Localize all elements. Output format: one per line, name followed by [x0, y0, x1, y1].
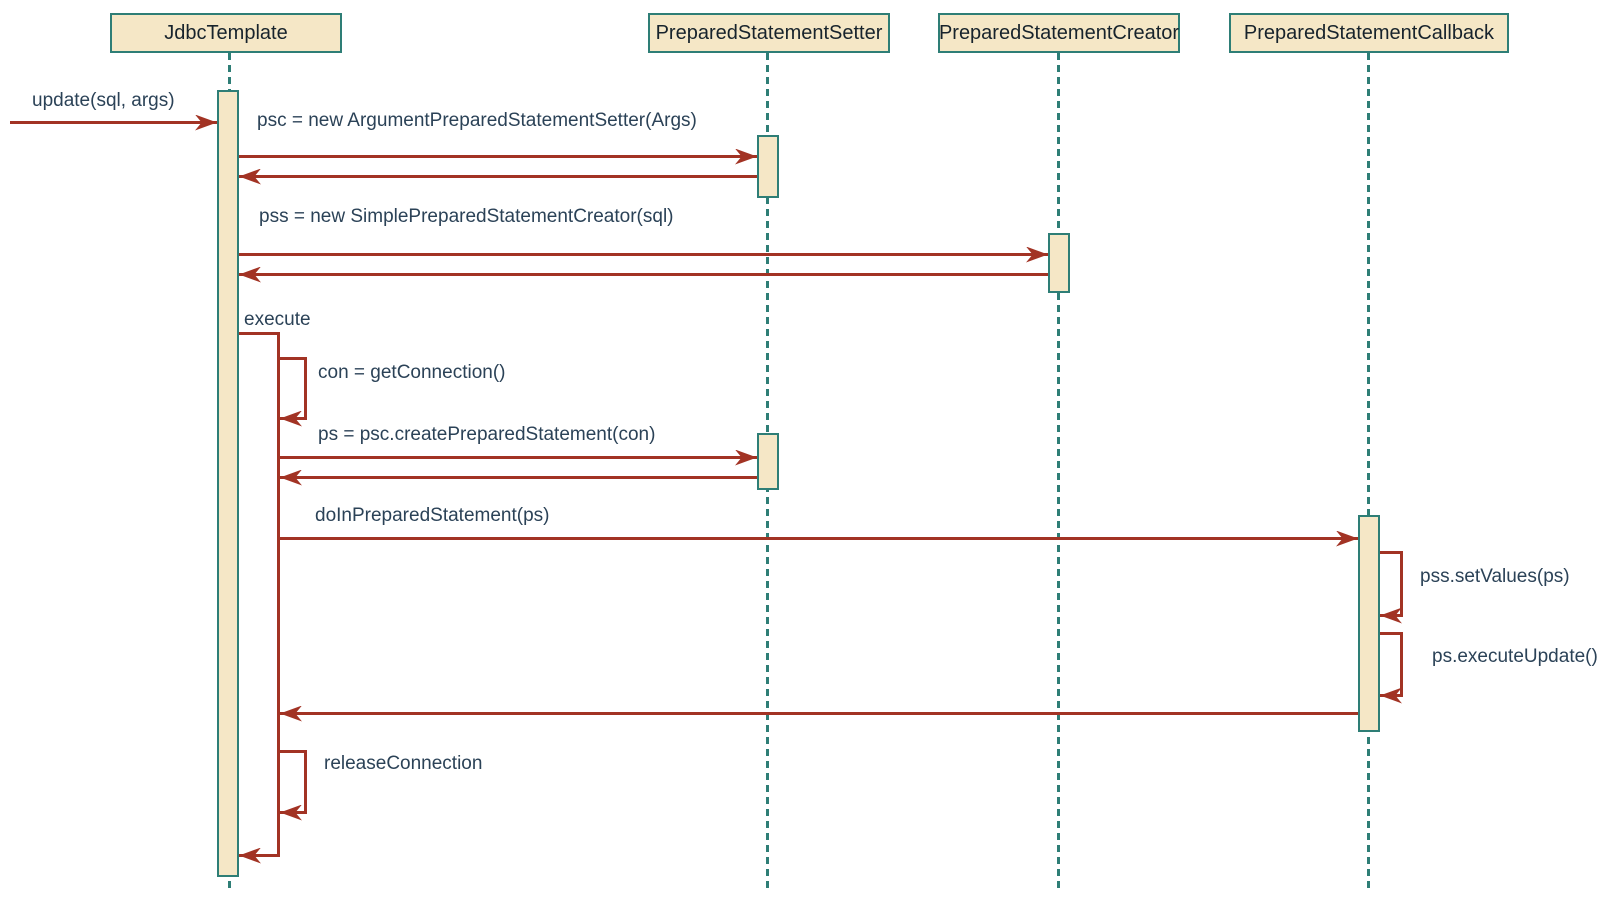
self-call-execute-update-bracket [1380, 632, 1403, 697]
message-arrow-do-in-ps [280, 537, 1358, 540]
message-label-execute: execute [244, 309, 311, 330]
activation-callback-doinps [1358, 515, 1380, 732]
actor-box-preparedstatementsetter: PreparedStatementSetter [648, 13, 890, 53]
message-arrow-new-creator [239, 253, 1048, 256]
message-arrow-new-setter [239, 155, 757, 158]
message-arrow-create-ps [280, 456, 757, 459]
activation-jdbctemplate-main [217, 90, 239, 877]
actor-box-jdbctemplate: JdbcTemplate [110, 13, 342, 53]
message-label-update: update(sql, args) [32, 90, 175, 111]
return-arrow-new-creator [239, 273, 1048, 276]
lifeline-preparedstatementcallback [1367, 53, 1370, 888]
message-label-do-in-ps: doInPreparedStatement(ps) [315, 505, 550, 526]
self-call-get-connection-bracket [280, 357, 307, 420]
self-call-release-connection-bracket [280, 750, 307, 814]
actor-box-preparedstatementcreator: PreparedStatementCreator [938, 13, 1180, 53]
message-label-new-setter: psc = new ArgumentPreparedStatementSette… [257, 110, 697, 131]
self-call-set-values-bracket [1380, 551, 1403, 617]
message-label-release-connection: releaseConnection [324, 753, 483, 774]
message-label-execute-update: ps.executeUpdate() [1432, 646, 1598, 667]
self-call-execute-bracket [239, 332, 280, 857]
actor-box-preparedstatementcallback: PreparedStatementCallback [1229, 13, 1509, 53]
message-label-set-values: pss.setValues(ps) [1420, 566, 1570, 587]
activation-setter-createps [757, 433, 779, 490]
return-arrow-create-ps [280, 476, 757, 479]
message-arrow-update [10, 121, 217, 124]
activation-setter-construct [757, 135, 779, 198]
return-arrow-do-in-ps [280, 712, 1358, 715]
lifeline-preparedstatementcreator [1057, 53, 1060, 888]
message-label-create-ps: ps = psc.createPreparedStatement(con) [318, 424, 656, 445]
return-arrow-new-setter [239, 175, 757, 178]
message-label-new-creator: pss = new SimplePreparedStatementCreator… [259, 206, 674, 227]
message-label-get-connection: con = getConnection() [318, 362, 506, 383]
activation-creator-construct [1048, 233, 1070, 293]
